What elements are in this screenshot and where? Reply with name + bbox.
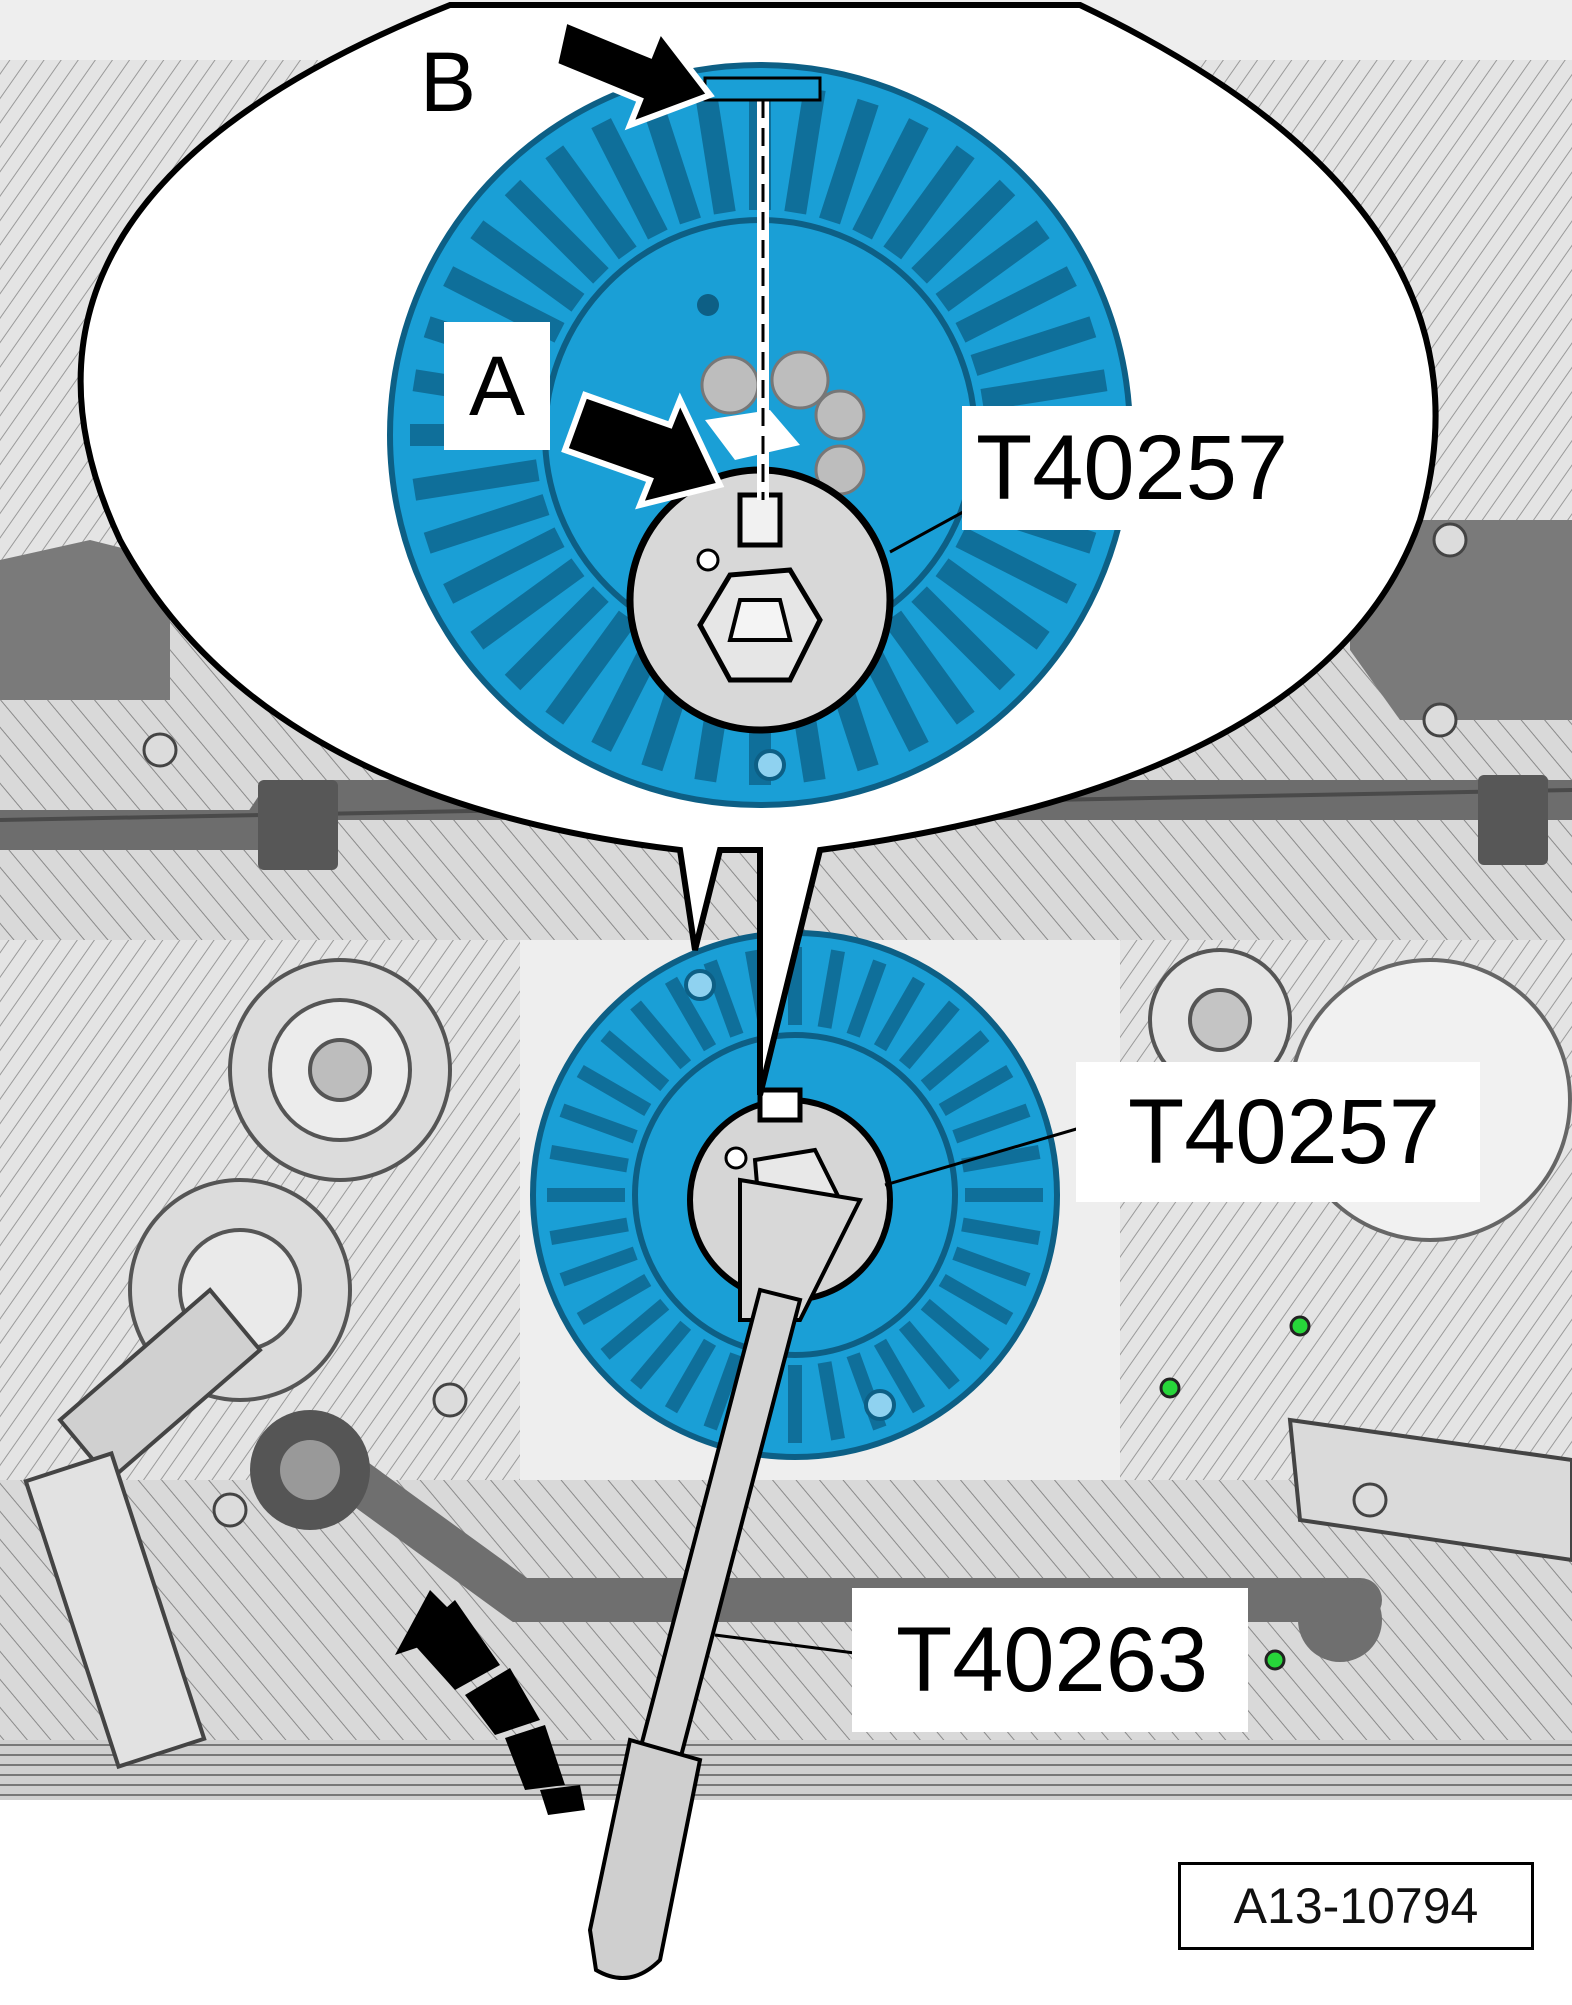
pulley-spoke (952, 1103, 1031, 1144)
pulley-spoke (817, 1361, 845, 1441)
pulley-spoke (961, 1217, 1041, 1245)
pulley-spoke (898, 1000, 960, 1070)
label-point-a: A (444, 322, 550, 450)
rotation-arrow-icon (395, 1590, 585, 1815)
leader-line-lower-tool (884, 1123, 1091, 1187)
pulley-spoke (703, 959, 744, 1038)
pulley-spoke (938, 1064, 1014, 1117)
pulley-spoke (504, 586, 609, 691)
pulley-spoke (955, 266, 1077, 343)
pulley-spoke (559, 1246, 638, 1287)
pulley-spoke (873, 1338, 926, 1414)
pulley-spoke (935, 558, 1050, 650)
pulley-spoke (955, 527, 1077, 604)
pulley-spoke (952, 1246, 1031, 1287)
pulley-spoke (898, 1320, 960, 1390)
pulley-spoke (576, 1273, 652, 1326)
pulley-spoke (641, 98, 701, 225)
pulley-spoke (412, 459, 540, 501)
pulley-spoke (883, 145, 975, 260)
pulley-spoke (549, 1145, 629, 1173)
pulley-spoke (504, 179, 609, 284)
pulley-spoke (559, 1103, 638, 1144)
pulley-spoke (961, 1145, 1041, 1173)
pulley-spoke (935, 220, 1050, 312)
pulley-spoke (549, 1217, 629, 1245)
pulley-spoke (664, 1338, 717, 1414)
label-tool-upper: T40257 (962, 406, 1307, 530)
pulley-spoke (852, 118, 929, 240)
pulley-spoke (920, 1030, 990, 1092)
pulley-spoke (630, 1000, 692, 1070)
label-point-b: B (420, 35, 477, 129)
arrow-icon-a (561, 391, 725, 510)
pulley-spoke (911, 179, 1016, 284)
pulley-spoke (846, 959, 887, 1038)
pulley-spoke (784, 87, 826, 215)
pulley-spoke (545, 145, 637, 260)
pulley-spoke (938, 1273, 1014, 1326)
pulley-spoke (873, 976, 926, 1052)
figure-number: A13-10794 (1178, 1862, 1534, 1950)
pulley-spoke (970, 316, 1097, 376)
pulley-spoke (443, 527, 565, 604)
pulley-spoke (630, 1320, 692, 1390)
label-tool-lower: T40257 (1076, 1062, 1481, 1202)
pulley-spoke (703, 1352, 744, 1431)
pulley-spoke (470, 558, 585, 650)
pulley-spoke (664, 976, 717, 1052)
pulley-spoke (545, 610, 637, 725)
pulley-spoke (423, 494, 550, 554)
pulley-spoke (470, 220, 585, 312)
pulley-spoke (694, 87, 736, 215)
pulley-spoke (920, 1298, 990, 1360)
pulley-spoke (883, 610, 975, 725)
wrench-t40263 (587, 1177, 863, 1980)
arrow-icon-b (551, 15, 715, 131)
pulley-spoke (980, 369, 1108, 411)
pulley-spoke (817, 949, 845, 1029)
label-tool-wrench: T40263 (852, 1588, 1249, 1732)
counterhold-tool-upper (626, 466, 894, 734)
leader-line-wrench (714, 1633, 871, 1657)
pulley-spoke (819, 98, 879, 225)
pulley-spoke (591, 118, 668, 240)
pulley-spoke (911, 586, 1016, 691)
pulley-spoke (600, 1030, 670, 1092)
pulley-spoke (600, 1298, 670, 1360)
pulley-spoke (576, 1064, 652, 1117)
